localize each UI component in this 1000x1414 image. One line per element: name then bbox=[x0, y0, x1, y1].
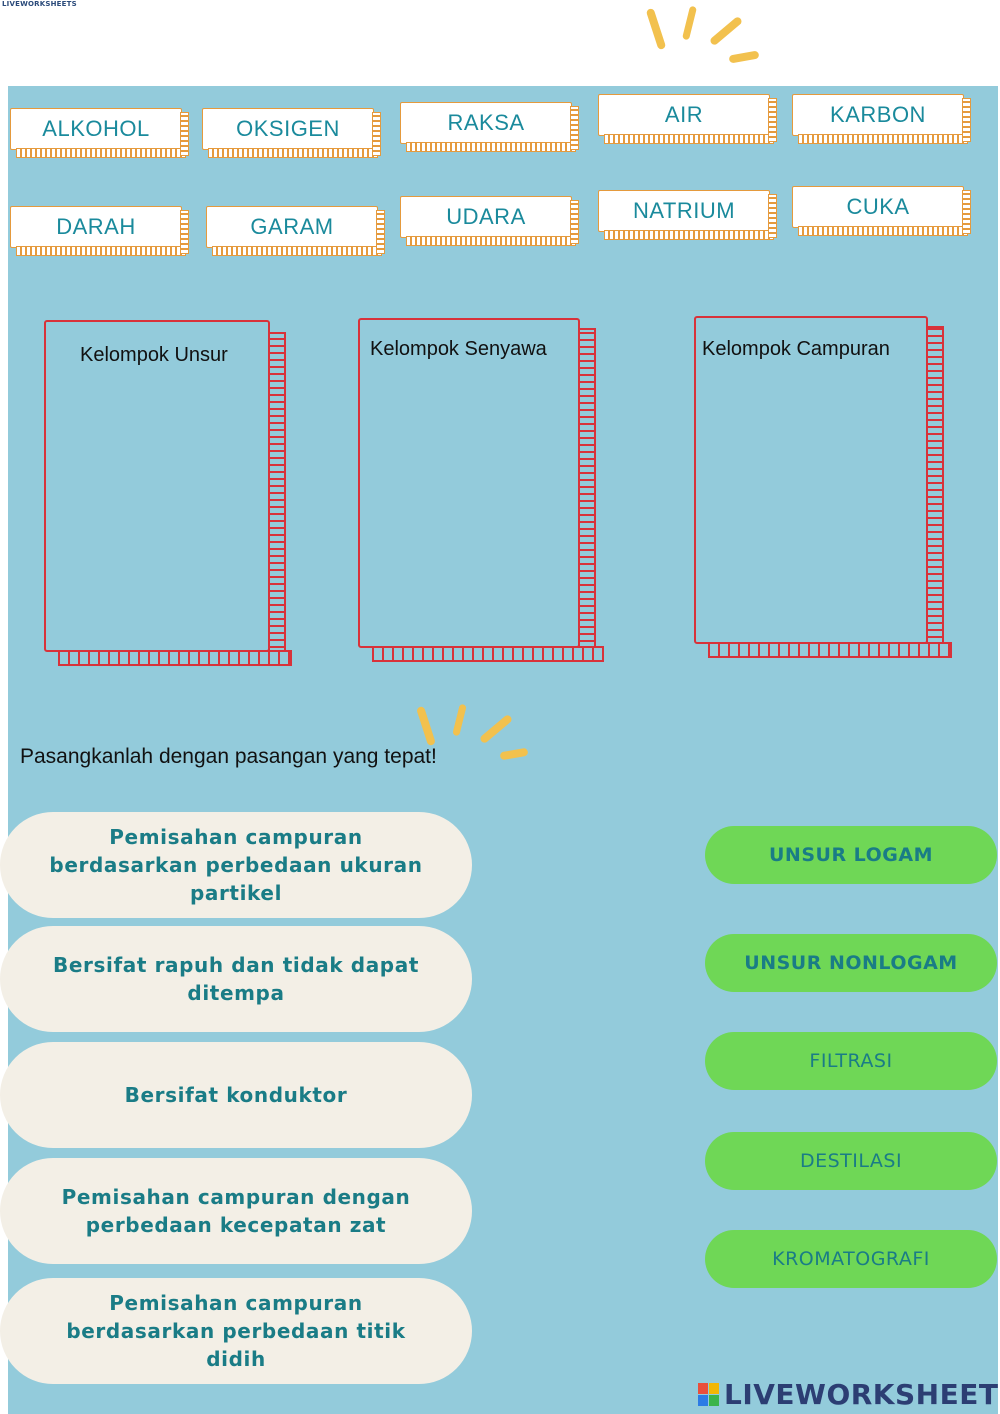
match-item-destilasi[interactable]: DESTILASI bbox=[705, 1132, 997, 1190]
tile-label: UDARA bbox=[400, 196, 572, 238]
top-logo: LIVEWORKSHEETS bbox=[2, 0, 77, 8]
tile-label: NATRIUM bbox=[598, 190, 770, 232]
tile-alkohol[interactable]: ALKOHOL bbox=[10, 108, 189, 158]
match-item-left[interactable]: Pemisahan campuran dengan perbedaan kece… bbox=[0, 1158, 472, 1264]
match-item-text: Bersifat konduktor bbox=[124, 1083, 348, 1107]
instruction-text: Pasangkanlah dengan pasangan yang tepat! bbox=[20, 745, 437, 768]
tile-label: CUKA bbox=[792, 186, 964, 228]
tile-label: AIR bbox=[598, 94, 770, 136]
group-label-senyawa: Kelompok Senyawa bbox=[370, 338, 547, 360]
logo-mark-icon bbox=[698, 1382, 720, 1407]
tile-natrium[interactable]: NATRIUM bbox=[598, 190, 777, 240]
group-label-unsur: Kelompok Unsur bbox=[80, 344, 228, 366]
sparkle-decoration-top bbox=[645, 4, 763, 68]
match-item-left[interactable]: Bersifat konduktor bbox=[0, 1042, 472, 1148]
tile-raksa[interactable]: RAKSA bbox=[400, 102, 579, 152]
match-item-text: Bersifat rapuh dan tidak dapat ditempa bbox=[53, 953, 419, 1005]
tile-label: KARBON bbox=[792, 94, 964, 136]
match-item-left[interactable]: Bersifat rapuh dan tidak dapat ditempa bbox=[0, 926, 472, 1032]
match-item-left[interactable]: Pemisahan campuran berdasarkan perbedaan… bbox=[0, 812, 472, 918]
liveworksheets-logo: LIVEWORKSHEETS bbox=[698, 1378, 1000, 1411]
tile-air[interactable]: AIR bbox=[598, 94, 777, 144]
tile-cuka[interactable]: CUKA bbox=[792, 186, 971, 236]
tile-darah[interactable]: DARAH bbox=[10, 206, 189, 256]
tile-label: OKSIGEN bbox=[202, 108, 374, 150]
match-item-unsur-logam[interactable]: UNSUR LOGAM bbox=[705, 826, 997, 884]
match-item-text: Pemisahan campuran berdasarkan perbedaan… bbox=[66, 1291, 406, 1371]
tile-oksigen[interactable]: OKSIGEN bbox=[202, 108, 381, 158]
drop-zone-unsur[interactable]: Kelompok Unsur bbox=[44, 320, 296, 676]
match-item-unsur-nonlogam[interactable]: UNSUR NONLOGAM bbox=[705, 934, 997, 992]
drop-zone-campuran[interactable]: Kelompok Campuran bbox=[694, 316, 952, 666]
tile-label: GARAM bbox=[206, 206, 378, 248]
drop-zone-senyawa[interactable]: Kelompok Senyawa bbox=[358, 318, 608, 670]
brand-text: LIVEWORKSHEETS bbox=[724, 1378, 1000, 1411]
tile-udara[interactable]: UDARA bbox=[400, 196, 579, 246]
tile-label: DARAH bbox=[10, 206, 182, 248]
match-item-left[interactable]: Pemisahan campuran berdasarkan perbedaan… bbox=[0, 1278, 472, 1384]
match-item-text: Pemisahan campuran dengan perbedaan kece… bbox=[61, 1185, 411, 1237]
match-item-filtrasi[interactable]: FILTRASI bbox=[705, 1032, 997, 1090]
match-item-kromatografi[interactable]: KROMATOGRAFI bbox=[705, 1230, 997, 1288]
match-item-text: Pemisahan campuran berdasarkan perbedaan… bbox=[49, 825, 423, 905]
tile-garam[interactable]: GARAM bbox=[206, 206, 385, 256]
tile-label: ALKOHOL bbox=[10, 108, 182, 150]
group-label-campuran: Kelompok Campuran bbox=[702, 338, 890, 360]
tile-label: RAKSA bbox=[400, 102, 572, 144]
tile-karbon[interactable]: KARBON bbox=[792, 94, 971, 144]
